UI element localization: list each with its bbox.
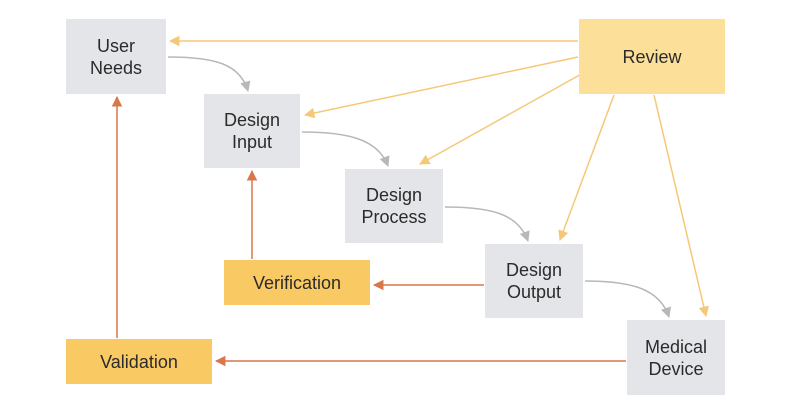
arrow-design-input-to-design-process (301, 131, 390, 167)
arrow-review-to-medical-device (653, 94, 709, 318)
arrow-user-needs-to-design-input (167, 56, 251, 93)
node-design-input: Design Input (204, 94, 300, 168)
arrow-review-to-design-process (419, 71, 586, 165)
node-design-process: Design Process (345, 169, 443, 243)
node-medical-device: Medical Device (627, 320, 725, 395)
arrow-review-to-design-input (303, 56, 579, 119)
node-user-needs: User Needs (66, 19, 166, 94)
arrow-design-process-to-design-output (444, 206, 530, 242)
node-review: Review (579, 19, 725, 94)
node-design-output: Design Output (485, 244, 583, 318)
arrow-design-output-to-medical-device (584, 280, 671, 318)
node-verification: Verification (224, 260, 370, 305)
node-validation: Validation (66, 339, 212, 384)
arrow-review-to-design-output (558, 94, 615, 241)
